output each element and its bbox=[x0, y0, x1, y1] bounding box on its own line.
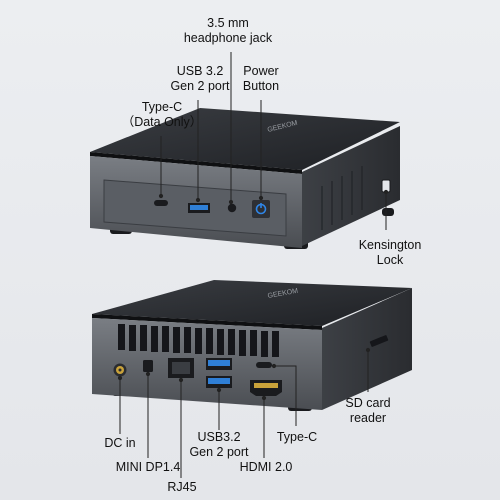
headphone-jack bbox=[227, 203, 237, 213]
mini-dp-label: MINI DP1.4 bbox=[115, 460, 181, 474]
power-button bbox=[252, 200, 270, 218]
front-view-device: GEEKOM bbox=[90, 108, 400, 249]
type-c-rear-port bbox=[256, 362, 272, 368]
usb-rear-label: USB3.2 Gen 2 port bbox=[189, 430, 249, 459]
kensington-lock-label: Kensington Lock bbox=[358, 238, 422, 267]
type-c-rear-label: Type-C bbox=[276, 430, 318, 444]
mini-dp-port bbox=[143, 360, 153, 372]
sd-card-label: SD card reader bbox=[345, 396, 391, 425]
usb-front-label: USB 3.2 Gen 2 port bbox=[170, 64, 230, 93]
power-button-label: Power Button bbox=[242, 64, 280, 93]
rear-view-device: GEEKOM bbox=[92, 280, 412, 411]
dc-in-label: DC in bbox=[104, 436, 136, 450]
type-c-front-port bbox=[154, 200, 168, 206]
type-c-front-label: Type-C （Data Only） bbox=[121, 100, 203, 129]
leader-lines bbox=[117, 52, 389, 478]
headphone-jack-label: 3.5 mm headphone jack bbox=[183, 16, 273, 45]
sd-card-slot bbox=[369, 335, 389, 347]
hdmi-label: HDMI 2.0 bbox=[239, 460, 293, 474]
rj45-label: RJ45 bbox=[167, 480, 197, 494]
